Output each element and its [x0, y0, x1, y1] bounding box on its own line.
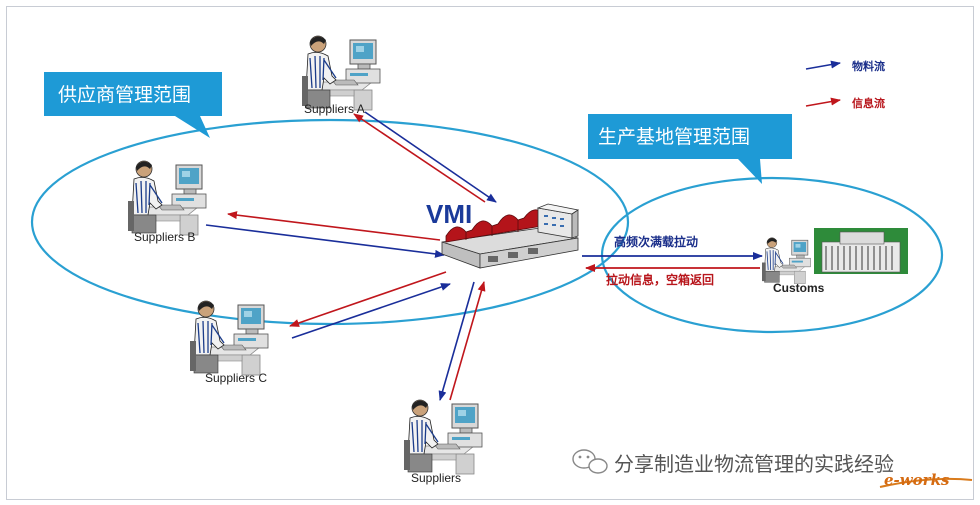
production-scope-ellipse	[600, 176, 944, 334]
arrow-vmi-to-b-info	[227, 211, 441, 241]
supplier-scope-label: 供应商管理范围	[58, 84, 191, 106]
supplier-b-label: Suppliers B	[134, 230, 195, 244]
person-at-computer-icon	[127, 160, 207, 236]
flow-label-high-frequency-pull: 高频次满载拉动	[614, 234, 698, 249]
supplier-c-node: Suppliers C	[189, 300, 269, 385]
person-at-computer-icon	[189, 300, 269, 376]
person-at-computer-icon	[403, 399, 483, 475]
person-at-computer-icon	[301, 35, 381, 111]
arrow-vmi-to-c-info	[289, 271, 447, 327]
customs-node: Customs	[761, 228, 908, 295]
watermark: 分享制造业物流管理的实践经验	[572, 449, 894, 476]
flow-label-pull-info-return: 拉动信息，空箱返回	[606, 272, 714, 287]
production-scope-callout: 生产基地管理范围	[588, 114, 792, 184]
vmi-label: VMI	[426, 199, 472, 229]
legend-info-arrow	[805, 97, 841, 107]
office-building-icon	[814, 228, 908, 274]
legend-material-label: 物料流	[852, 59, 885, 73]
customs-label: Customs	[773, 281, 825, 295]
legend-info-label: 信息流	[852, 96, 885, 110]
person-at-computer-icon	[761, 237, 811, 285]
wechat-icon	[572, 449, 608, 474]
arrow-vmi-to-a-info	[353, 113, 486, 203]
supplier-b-node: Suppliers B	[127, 160, 207, 244]
vmi-hub: VMI	[426, 199, 580, 269]
supplier-d-node: Suppliers	[403, 399, 483, 485]
watermark-text: 分享制造业物流管理的实践经验	[614, 452, 894, 476]
legend-material-arrow	[805, 60, 841, 70]
factory-building-icon	[441, 203, 580, 269]
supplier-a-node: Suppliers A	[301, 35, 381, 116]
supplier-a-label: Suppliers A	[304, 102, 365, 116]
arrow-supplier-d-to-vmi-material	[438, 281, 475, 401]
diagram-frame	[6, 6, 974, 500]
supplier-d-label: Suppliers	[411, 471, 461, 485]
supplier-scope-ellipse	[30, 118, 630, 326]
e-works-logo: e-works	[879, 471, 973, 489]
supplier-scope-callout: 供应商管理范围	[44, 72, 222, 138]
arrow-c-to-vmi-material	[291, 283, 451, 339]
arrow-vmi-to-supplier-d-info	[449, 281, 486, 401]
arrow-b-to-vmi-material	[205, 224, 445, 258]
legend: 物料流 信息流	[805, 59, 885, 110]
arrow-a-to-vmi-material	[364, 111, 497, 203]
supplier-c-label: Suppliers C	[205, 371, 267, 385]
production-scope-label: 生产基地管理范围	[598, 126, 750, 148]
logo-text: e-works	[884, 471, 950, 489]
